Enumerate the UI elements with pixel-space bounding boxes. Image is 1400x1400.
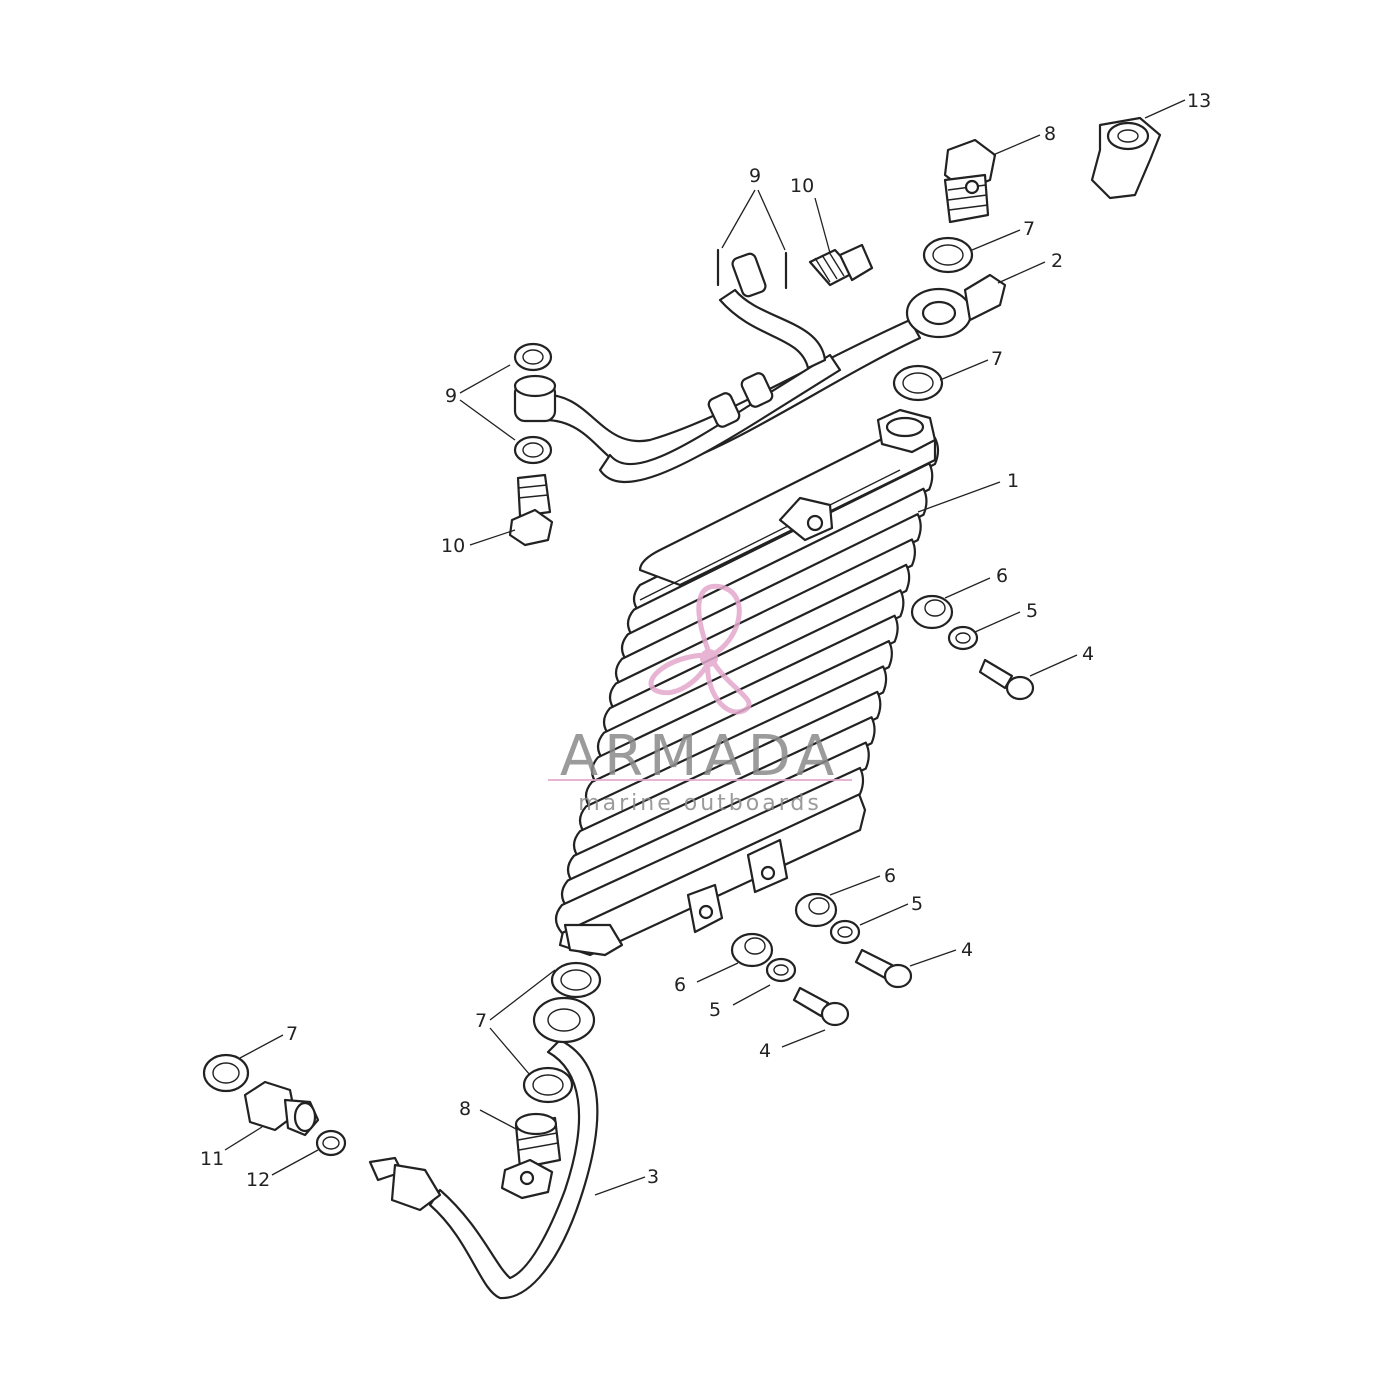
callout-4-middle: 4 (961, 939, 973, 961)
cooler-fin (566, 716, 876, 885)
leader-lines (224, 99, 1186, 1196)
o-ring-part-12 (315, 1129, 347, 1157)
callout-7-left: 7 (286, 1023, 298, 1045)
callout-4-lower: 4 (759, 1040, 771, 1062)
cooler-fin (578, 665, 888, 836)
callout-5-upper: 5 (1026, 600, 1038, 622)
cooler-fin (608, 538, 917, 713)
callout-7-lower: 7 (475, 1010, 487, 1032)
collar-part-5-lower (765, 957, 797, 983)
callout-5-middle: 5 (911, 893, 923, 915)
collar-part-5-upper (947, 625, 979, 651)
sealing-washer-part-7-lower-a (550, 961, 602, 999)
callout-10-left: 10 (441, 535, 465, 557)
callout-12: 12 (246, 1169, 270, 1191)
watermark-tagline: marine outboards (578, 791, 822, 816)
adapter-part-11 (243, 1080, 320, 1137)
cooler-fin (590, 614, 899, 787)
callout-9-upper: 9 (749, 165, 761, 187)
bolt-part-4-lower (792, 986, 850, 1027)
watermark: ARMADA marine outboards (548, 583, 852, 816)
callout-6-upper: 6 (996, 565, 1008, 587)
sealing-washer-part-7-upper-b (892, 364, 944, 402)
oil-hose-upper-part-2 (538, 248, 1007, 484)
fitting-part-13 (1090, 116, 1162, 200)
propeller-logo-icon (648, 583, 752, 715)
callout-5-lower: 5 (709, 999, 721, 1021)
cooler-fin (614, 513, 922, 688)
sealing-washer-part-7-left (202, 1053, 250, 1093)
sealing-washer-part-7-upper-a (922, 236, 974, 274)
callout-10-upper: 10 (790, 175, 814, 197)
callout-9-left: 9 (445, 385, 457, 407)
callout-7-upper-a: 7 (1023, 218, 1035, 240)
cooler-fin (602, 563, 911, 738)
grommet-part-6-lower (730, 932, 774, 968)
callout-6-lower: 6 (674, 974, 686, 996)
callout-11: 11 (200, 1148, 224, 1170)
fitting-part-9-left (513, 374, 557, 423)
callout-7-upper-b: 7 (991, 348, 1003, 370)
oil-cooler-part-1 (554, 408, 940, 957)
sealing-washer-part-7-lower-b (522, 1066, 574, 1104)
callout-2: 2 (1051, 250, 1063, 272)
grommet-part-6-middle (794, 892, 838, 928)
cooler-fin (584, 639, 893, 812)
cooler-fin (596, 589, 905, 762)
watermark-brand: ARMADA (560, 724, 840, 789)
callout-13: 13 (1187, 90, 1211, 112)
callout-8-upper: 8 (1044, 123, 1056, 145)
callout-labels: 1 2 3 4 4 4 5 5 5 6 6 6 7 7 7 7 8 8 9 9 … (200, 90, 1211, 1191)
oil-hose-lower-part-3 (368, 996, 599, 1300)
callout-6-middle: 6 (884, 865, 896, 887)
banjo-bolt-part-10-upper (808, 243, 874, 287)
cooler-fin (560, 741, 870, 910)
grommet-part-6-upper (910, 594, 954, 630)
callout-3: 3 (647, 1166, 659, 1188)
banjo-bolt-part-8-lower (500, 1112, 562, 1200)
callout-8-lower: 8 (459, 1098, 471, 1120)
washer-part-9-left-bottom (513, 435, 553, 465)
banjo-bolt-part-10-left (508, 473, 554, 547)
collar-part-5-middle (829, 919, 861, 945)
cooler-fin (572, 690, 882, 861)
callout-1: 1 (1007, 470, 1019, 492)
bolt-part-4-upper (978, 658, 1035, 701)
cooler-fin (554, 766, 865, 935)
banjo-bolt-part-8-upper (943, 138, 997, 224)
callout-4-upper: 4 (1082, 643, 1094, 665)
washer-part-9-left-top (513, 342, 553, 372)
bolt-part-4-middle (854, 948, 913, 989)
